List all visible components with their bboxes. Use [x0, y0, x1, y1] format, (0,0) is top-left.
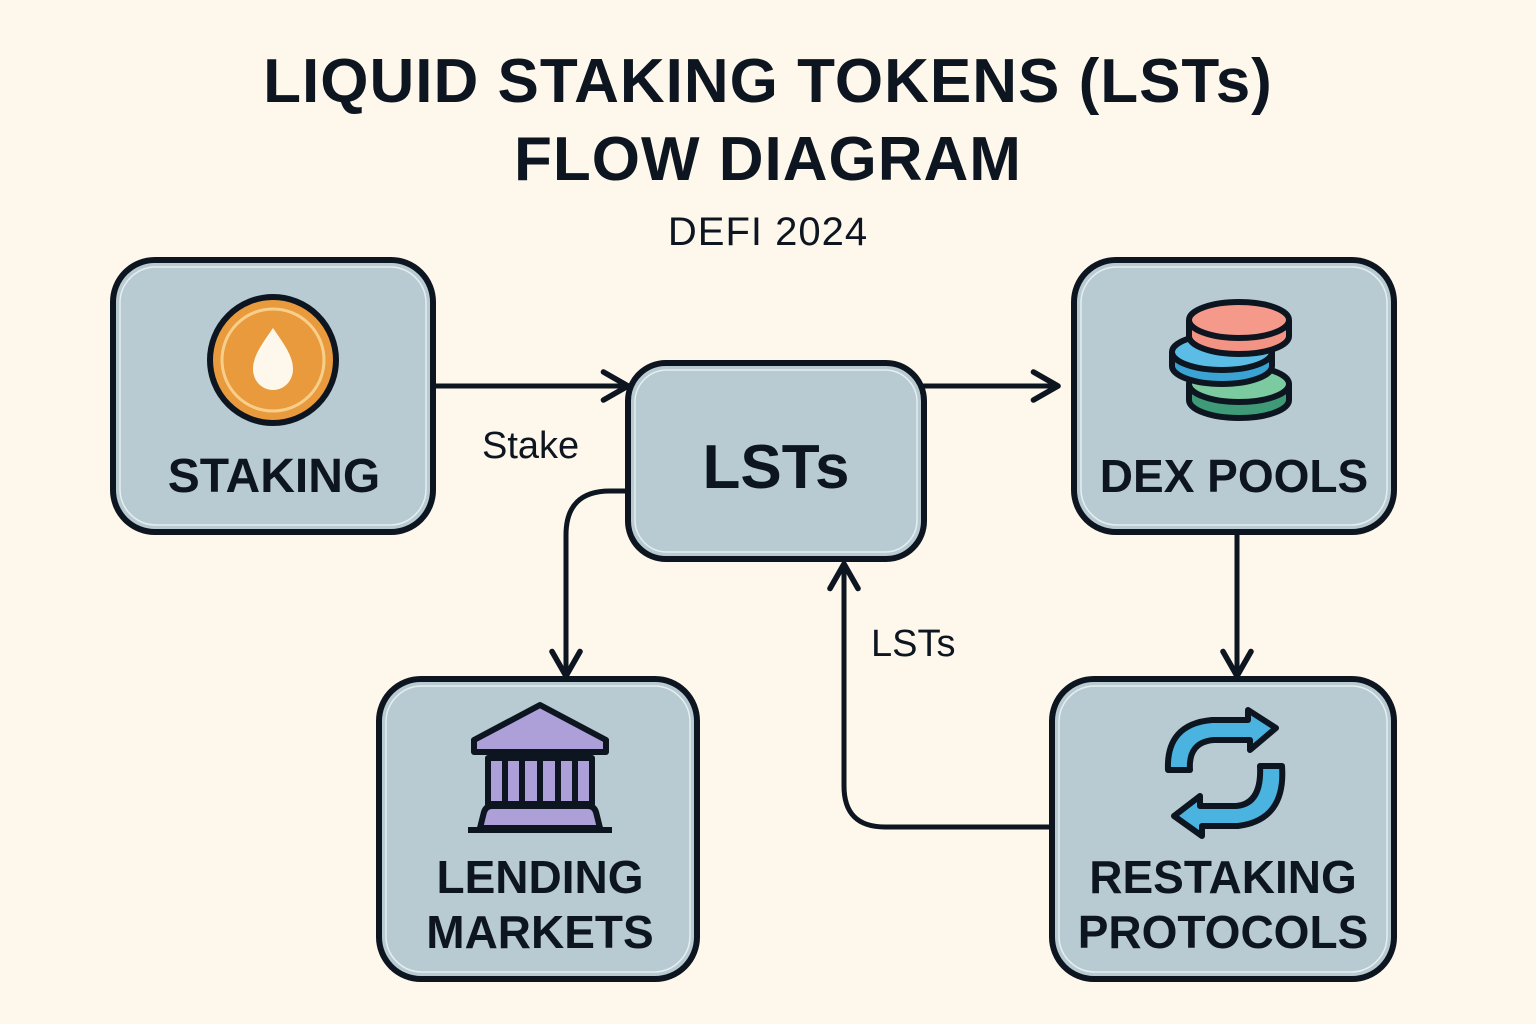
node-label-lsts: LSTs — [703, 433, 850, 502]
diagram-subtitle: DEFI 2024 — [667, 210, 869, 254]
stacked-coins-icon — [1169, 299, 1292, 421]
diagram-title-line2: FLOW DIAGRAM — [514, 125, 1022, 194]
node-dex-pools[interactable]: DEX POOLS — [1071, 257, 1397, 535]
droplet-coin-icon — [207, 294, 339, 426]
node-label-restaking-line1: RESTAKING — [1089, 851, 1357, 903]
node-label-lending-line1: LENDING — [437, 851, 644, 903]
bank-building-icon — [468, 702, 612, 833]
node-staking[interactable]: STAKING — [110, 257, 436, 535]
edge-lsts-to-lending — [549, 488, 631, 679]
node-label-lending-line2: MARKETS — [426, 906, 653, 958]
diagram-title-line1: LIQUID STAKING TOKENS (LSTs) — [263, 47, 1273, 116]
node-label-dex-pools: DEX POOLS — [1100, 450, 1368, 502]
edge-label-lsts: LSTs — [871, 623, 955, 665]
node-label-restaking-line2: PROTOCOLS — [1078, 906, 1369, 958]
edge-staking-to-lsts: Stake — [431, 369, 631, 467]
edge-restaking-to-lsts: LSTs — [827, 561, 1055, 830]
node-lending-markets[interactable]: LENDING MARKETS — [376, 676, 700, 982]
node-label-staking: STAKING — [168, 450, 380, 503]
node-lsts[interactable]: LSTs — [625, 360, 927, 562]
node-restaking-protocols[interactable]: RESTAKING PROTOCOLS — [1049, 676, 1397, 982]
refresh-cycle-icon — [1164, 707, 1286, 839]
edge-label-stake: Stake — [482, 425, 579, 467]
